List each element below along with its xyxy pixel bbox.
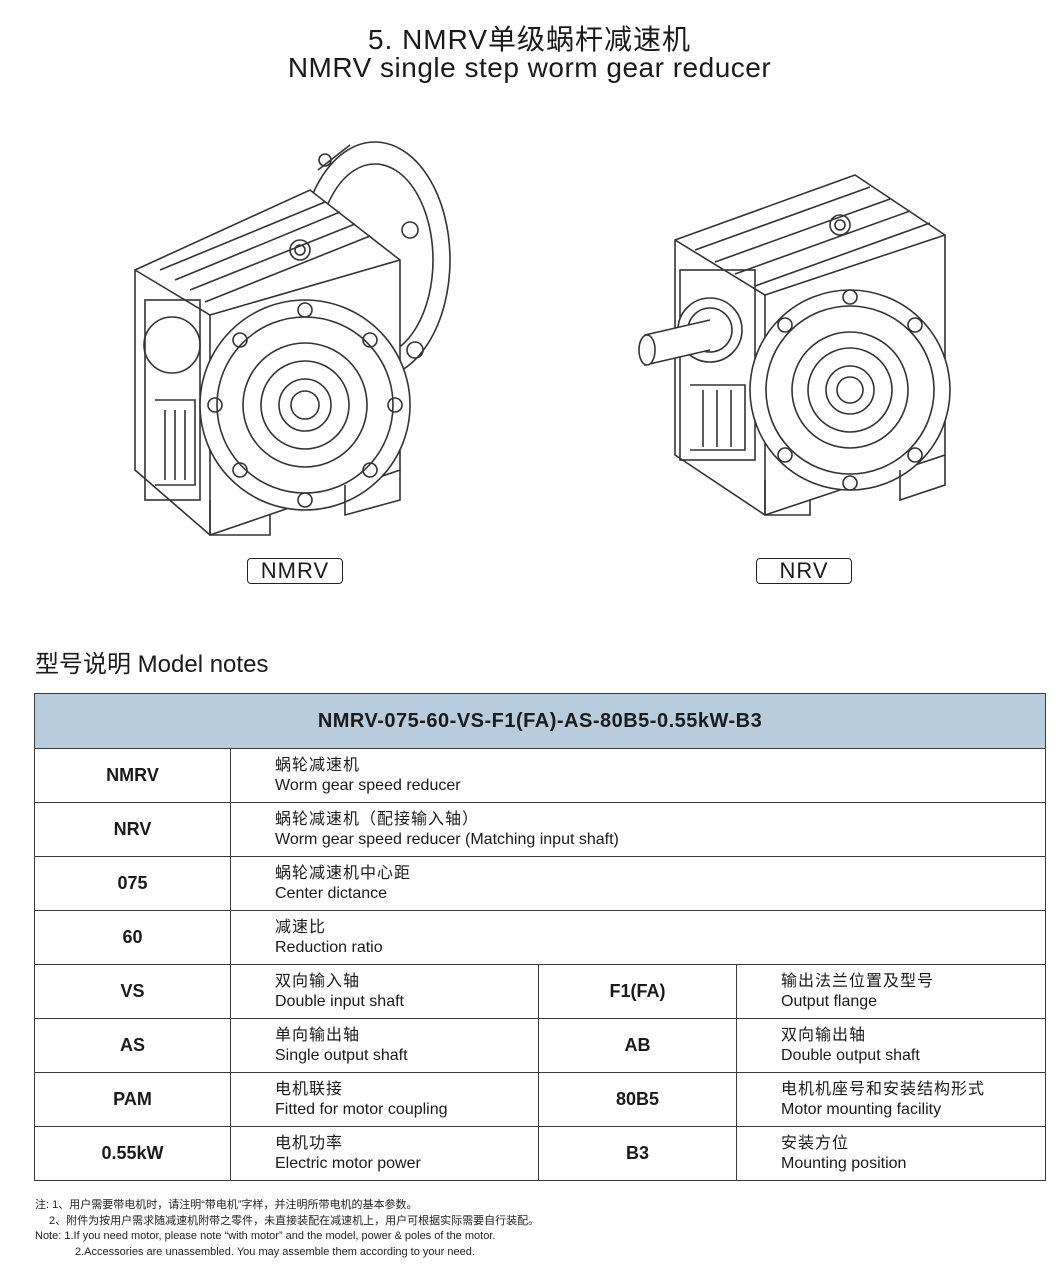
description-cell: 蜗轮减速机（配接输入轴） Worm gear speed reducer (Ma…	[229, 802, 1047, 857]
description-cell: 蜗轮减速机 Worm gear speed reducer	[229, 748, 1047, 803]
description-cn: 电机机座号和安装结构形式	[781, 1080, 986, 1098]
note-en-1: Note: 1.If you need motor, please note “…	[35, 1230, 496, 1242]
description-cell: 双向输出轴 Double output shaft	[735, 1018, 1047, 1073]
nrv-reducer-image	[635, 155, 955, 530]
description-en: Motor mounting facility	[781, 1100, 942, 1118]
code-cell: 0.55kW	[34, 1126, 231, 1181]
description-cn: 单向输出轴	[275, 1026, 361, 1044]
description-cn: 蜗轮减速机	[275, 756, 361, 774]
description-cn: 蜗轮减速机中心距	[275, 864, 412, 882]
code-cell: PAM	[34, 1072, 231, 1127]
description-cell: 输出法兰位置及型号 Output flange	[735, 964, 1047, 1019]
description-cn: 安装方位	[781, 1134, 850, 1152]
description-en: Worm gear speed reducer (Matching input …	[275, 830, 619, 848]
description-cn: 双向输出轴	[781, 1026, 867, 1044]
description-en: Worm gear speed reducer	[275, 776, 461, 794]
description-cell: 电机联接 Fitted for motor coupling	[230, 1072, 539, 1127]
description-en: Electric motor power	[275, 1154, 421, 1172]
code-cell: 80B5	[538, 1072, 737, 1127]
description-cn: 电机功率	[275, 1134, 344, 1152]
table-row: 075 蜗轮减速机中心距 Center dictance	[34, 856, 1047, 911]
table-row: NMRV 蜗轮减速机 Worm gear speed reducer	[34, 748, 1047, 803]
code-cell: NMRV	[34, 748, 231, 803]
section-title-model-notes: 型号说明 Model notes	[35, 651, 269, 678]
description-cn: 减速比	[275, 918, 327, 936]
nrv-reducer-icon	[638, 174, 951, 516]
code-cell: 075	[34, 856, 231, 911]
note-cn-2: 2、附件为按用户需求随减速机附带之零件，未直接装配在减速机上，用户可根据实际需要…	[49, 1214, 540, 1227]
nmrv-reducer-image	[120, 140, 480, 545]
description-cn: 输出法兰位置及型号	[781, 972, 935, 990]
table-row: VS 双向输入轴 Double input shaft F1(FA) 输出法兰位…	[34, 964, 1047, 1019]
description-cell: 电机功率 Electric motor power	[230, 1126, 539, 1181]
code-cell: VS	[34, 964, 231, 1019]
description-en: Double input shaft	[275, 992, 404, 1010]
description-en: Double output shaft	[781, 1046, 920, 1064]
description-cn: 电机联接	[275, 1080, 344, 1098]
model-code: NMRV-075-60-VS-F1(FA)-AS-80B5-0.55kW-B3	[33, 693, 1047, 749]
description-cell: 减速比 Reduction ratio	[229, 910, 1047, 965]
description-en: Fitted for motor coupling	[275, 1100, 448, 1118]
product-label-nmrv: NMRV	[247, 558, 343, 584]
table-row: AS 单向输出轴 Single output shaft AB 双向输出轴 Do…	[34, 1018, 1047, 1073]
description-cell: 单向输出轴 Single output shaft	[230, 1018, 539, 1073]
description-cn: 蜗轮减速机（配接输入轴）	[275, 810, 480, 828]
description-cell: 电机机座号和安装结构形式 Motor mounting facility	[735, 1072, 1047, 1127]
table-header-row: NMRV-075-60-VS-F1(FA)-AS-80B5-0.55kW-B3	[33, 693, 1047, 749]
page-title-cn: 5. NMRV单级蜗杆减速机	[367, 24, 692, 55]
table-row: 60 减速比 Reduction ratio	[34, 910, 1047, 965]
description-cn: 双向输入轴	[275, 972, 361, 990]
description-en: Mounting position	[781, 1154, 907, 1172]
footnotes: 注: 1、用户需要带电机时，请注明“带电机”字样，并注明所带电机的基本参数。 2…	[35, 1198, 539, 1260]
code-cell: NRV	[34, 802, 231, 857]
note-en-2: 2.Accessories are unassembled. You may a…	[75, 1245, 475, 1258]
note-cn-1: 注: 1、用户需要带电机时，请注明“带电机”字样，并注明所带电机的基本参数。	[35, 1199, 418, 1211]
code-cell: 60	[34, 910, 231, 965]
product-label-nrv: NRV	[756, 558, 852, 584]
table-row: 0.55kW 电机功率 Electric motor power B3 安装方位…	[34, 1126, 1047, 1181]
nmrv-reducer-icon	[134, 141, 451, 536]
code-cell: AB	[538, 1018, 737, 1073]
description-en: Single output shaft	[275, 1046, 408, 1064]
description-en: Reduction ratio	[275, 938, 383, 956]
code-cell: F1(FA)	[538, 964, 737, 1019]
model-notes-table: NMRV-075-60-VS-F1(FA)-AS-80B5-0.55kW-B3 …	[33, 693, 1047, 1181]
description-en: Center dictance	[275, 884, 388, 902]
table-row: PAM 电机联接 Fitted for motor coupling 80B5 …	[34, 1072, 1047, 1127]
description-en: Output flange	[781, 992, 878, 1010]
table-row: NRV 蜗轮减速机（配接输入轴） Worm gear speed reducer…	[34, 802, 1047, 857]
code-cell: B3	[538, 1126, 737, 1181]
description-cell: 双向输入轴 Double input shaft	[230, 964, 539, 1019]
page-title-en: NMRV single step worm gear reducer	[287, 52, 772, 83]
code-cell: AS	[34, 1018, 231, 1073]
description-cell: 安装方位 Mounting position	[735, 1126, 1047, 1181]
description-cell: 蜗轮减速机中心距 Center dictance	[229, 856, 1047, 911]
